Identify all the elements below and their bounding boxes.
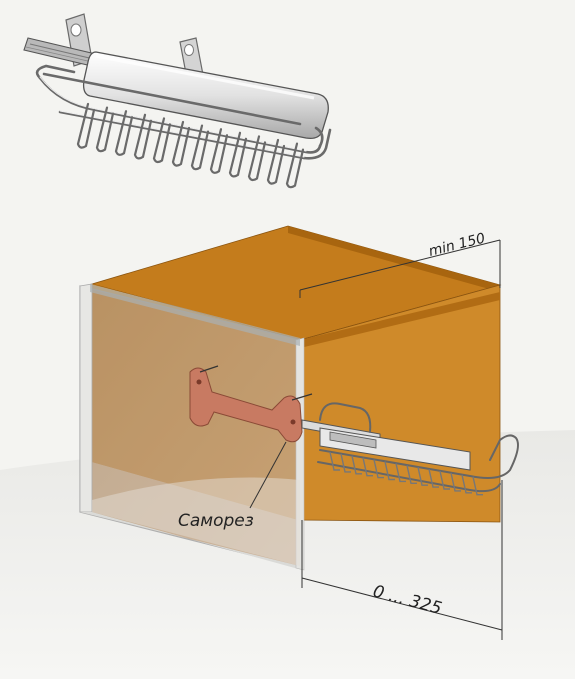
panel-edge-front [79,283,93,513]
tie-prong [133,113,153,160]
screw-label: Саморез [178,511,254,531]
panel-lower-light [92,477,300,566]
tie-prong [209,128,229,174]
dimension-min-150 [299,239,501,298]
min-150-label: min 150 [427,230,487,259]
tie-prong [152,117,172,164]
tie-prong [266,138,286,185]
tie-prong [114,110,134,156]
tie-prongs [76,102,305,189]
installed-prong [417,467,428,486]
rack-body [82,51,329,140]
screw-leader-line [249,441,287,509]
tie-prong [228,131,248,178]
installed-prong [329,451,340,471]
tie-rack-product [23,13,332,189]
mounting-bracket [189,365,313,443]
installed-prong [351,455,362,475]
rail-carriage [329,431,377,449]
installed-prong [461,474,472,494]
tie-prong [190,124,210,171]
top-rear-edge [288,226,500,292]
inner-rail [300,292,500,348]
installed-prong [395,463,406,483]
wire-frame [35,64,332,160]
dim-line-extension [301,577,503,631]
installed-prong [384,461,395,481]
tie-prong [171,120,191,167]
installed-prong [373,459,384,479]
installed-prong [340,453,351,473]
installed-prongs [329,451,483,496]
installed-prong [406,465,417,484]
panel-top-edge [90,284,300,346]
installed-tie-rack [301,402,519,496]
cabinet-assembly [0,225,575,679]
installed-prong [362,457,373,477]
tie-prong [95,106,115,153]
installed-prong [450,472,461,492]
dim-line-min-150 [299,239,501,291]
installed-prong [439,470,450,490]
dimension-extension [301,480,503,640]
tie-prong [285,142,305,189]
installed-prong [472,476,483,496]
installed-wire-frame [317,402,519,493]
installed-prong [428,468,439,488]
tie-prong [76,102,96,149]
tie-prong [247,135,267,182]
